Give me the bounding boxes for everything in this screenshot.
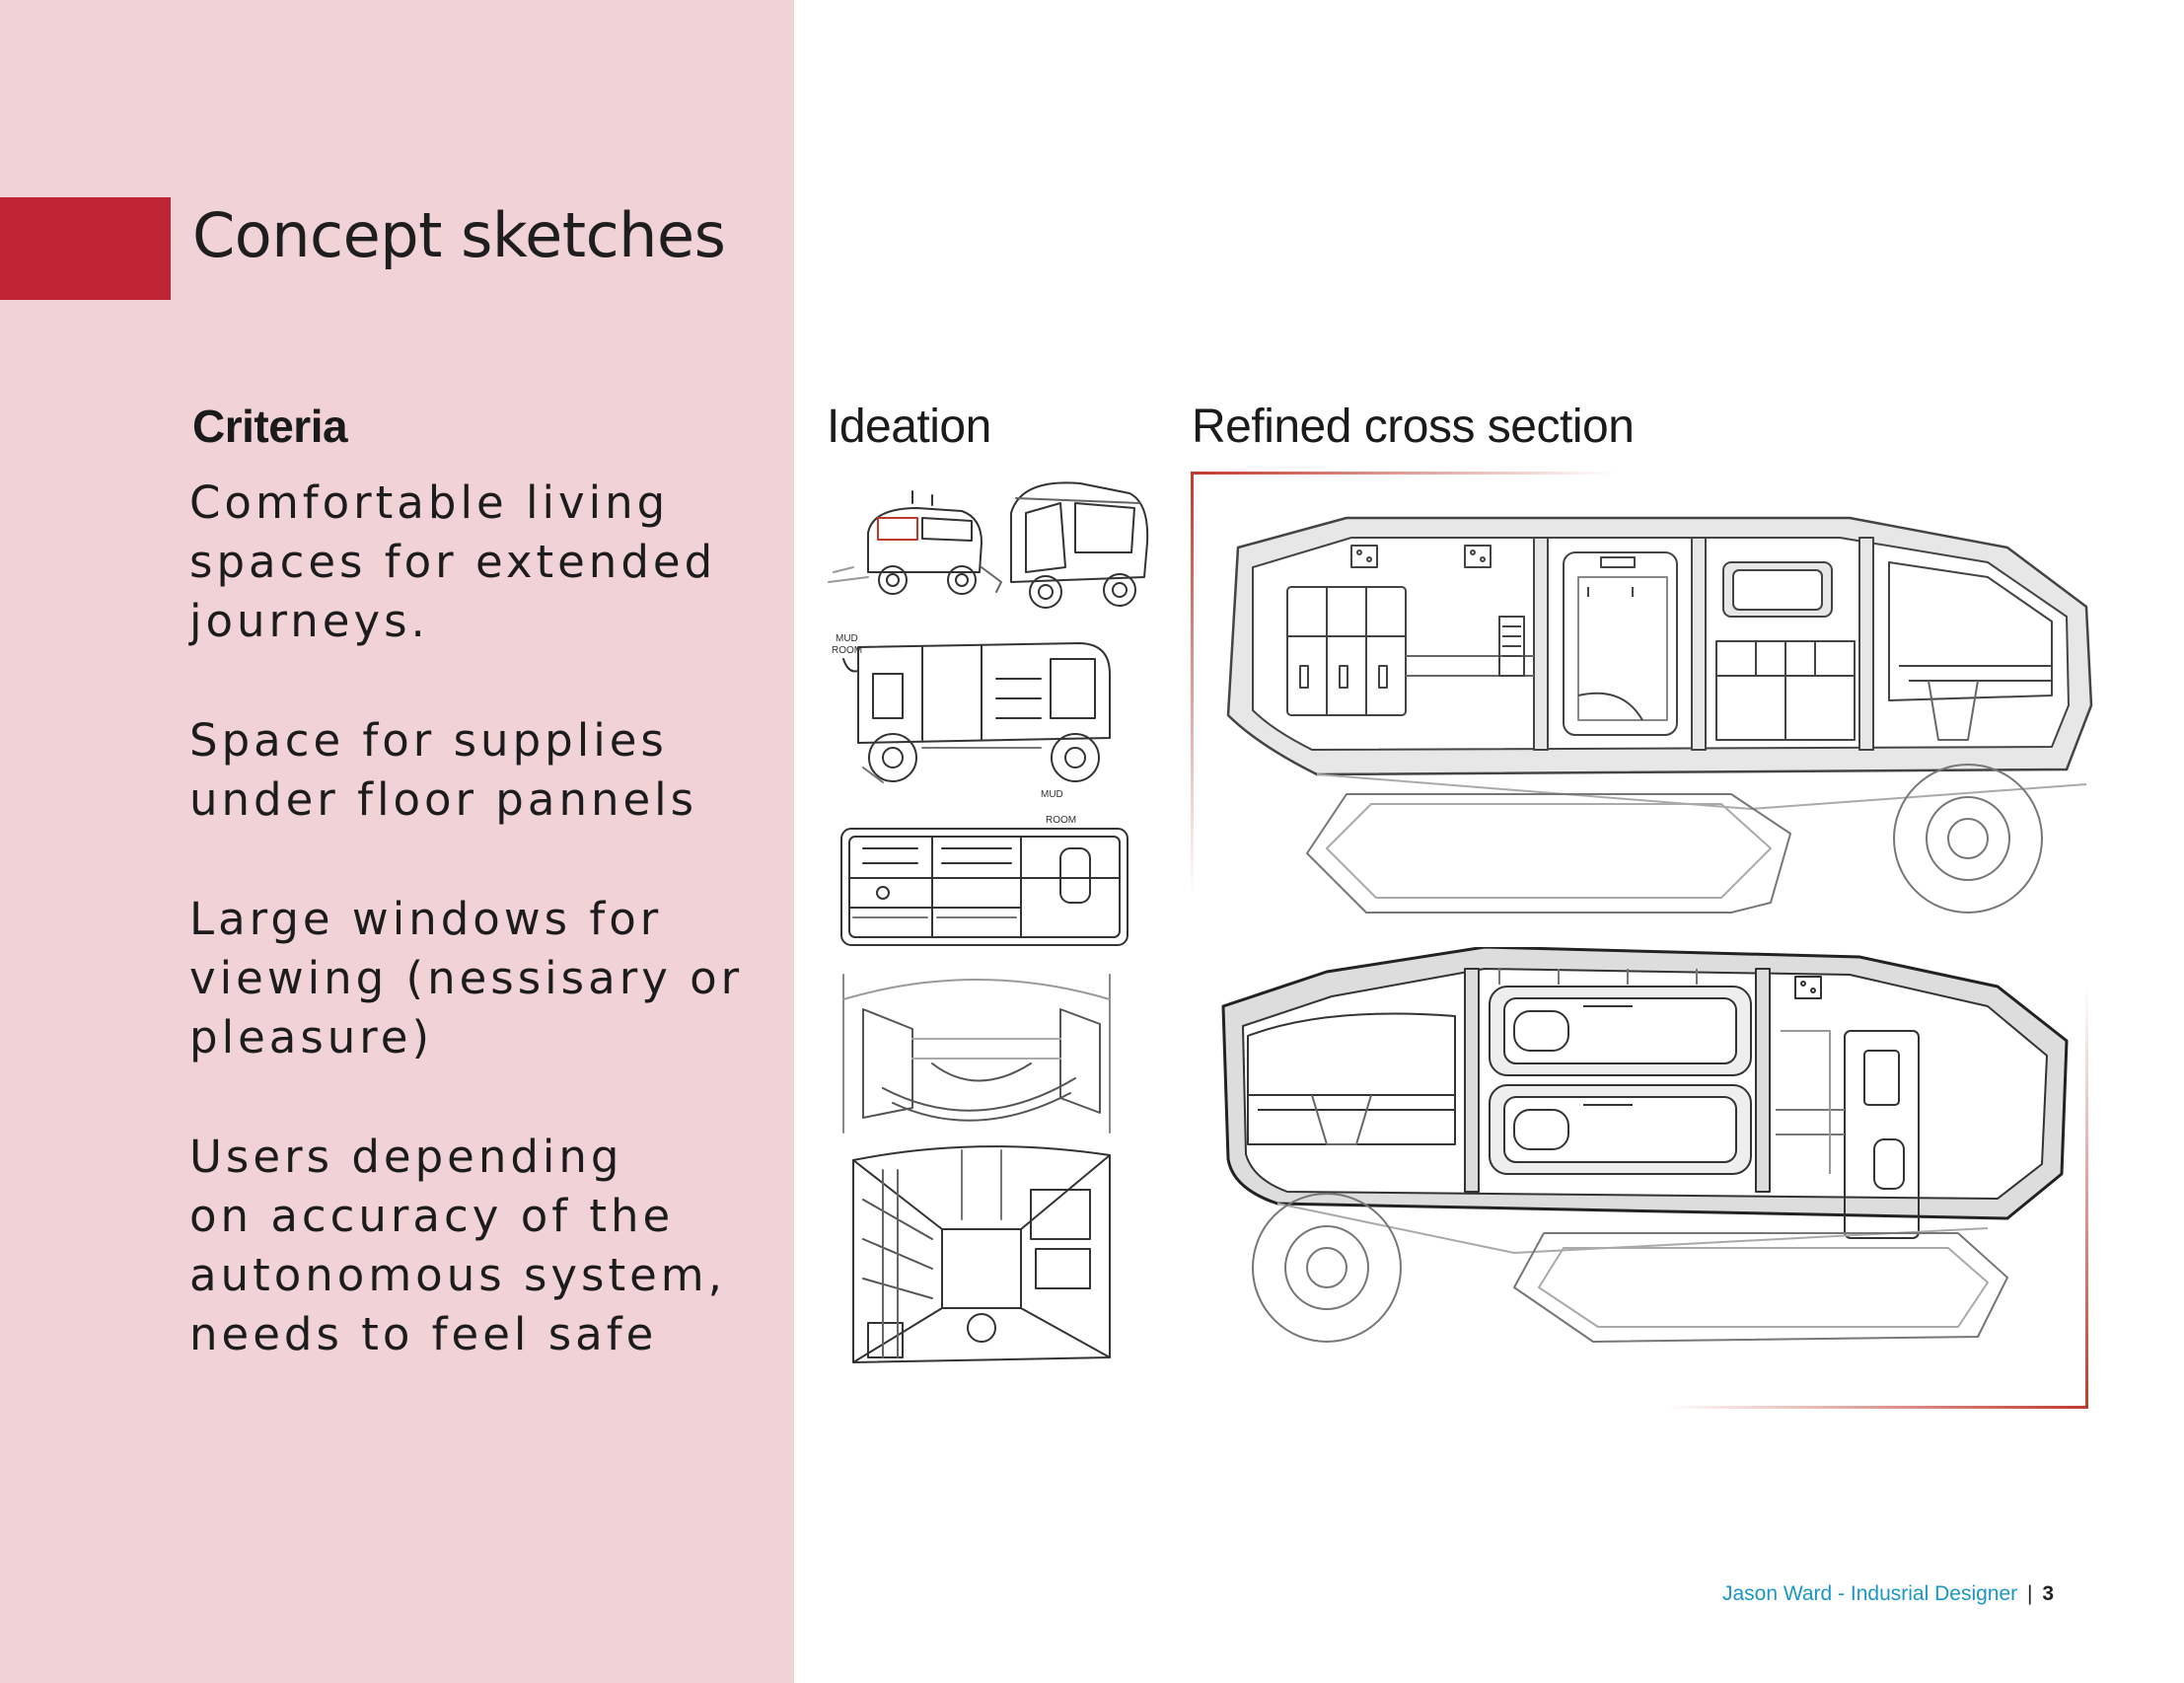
svg-text:MUD: MUD	[1041, 789, 1063, 800]
criteria-item: Comfortable living spaces for extended j…	[189, 476, 717, 647]
footer-separator: |	[2027, 1582, 2033, 1605]
svg-text:ROOM: ROOM	[832, 645, 862, 656]
cross-section-top	[1226, 516, 2093, 914]
refined-heading: Refined cross section	[1192, 401, 1635, 453]
exterior-vehicle-sketch	[828, 481, 1149, 609]
footer-author: Jason Ward - Indusrial Designer	[1721, 1582, 2018, 1605]
side-section-sketch: MUD ROOM MUD	[832, 633, 1111, 800]
svg-text:MUD: MUD	[836, 633, 858, 644]
frame-corner-line	[1191, 472, 1615, 475]
title-accent-block	[0, 197, 171, 300]
interior-perspective-sketch	[852, 1145, 1111, 1363]
floor-plan-sketch: ROOM	[840, 815, 1128, 946]
criteria-item: Large windows for viewing (nessisary or …	[189, 893, 744, 1063]
frame-corner-line	[1191, 472, 1194, 896]
criteria-list: Comfortable living spaces for extended j…	[189, 474, 781, 1425]
criteria-item: Space for supplies under floor pannels	[189, 714, 698, 826]
frame-corner-line	[1664, 1406, 2088, 1409]
ideation-heading: Ideation	[827, 401, 991, 453]
criteria-item: Users depending on accuracy of the auton…	[189, 1131, 726, 1360]
page-number: 3	[2042, 1582, 2054, 1605]
cross-section-bottom	[1221, 947, 2069, 1343]
page-title: Concept sketches	[192, 199, 726, 271]
ideation-sketches: MUD ROOM MUD ROOM	[824, 474, 1159, 1363]
svg-text:ROOM: ROOM	[1046, 815, 1076, 826]
frame-corner-line	[2085, 985, 2088, 1409]
interior-lounge-sketch	[842, 974, 1111, 1134]
refined-cross-section-frame	[1191, 472, 2088, 1409]
criteria-heading: Criteria	[192, 401, 348, 452]
footer: Jason Ward - Indusrial Designer | 3	[1722, 1582, 2054, 1606]
